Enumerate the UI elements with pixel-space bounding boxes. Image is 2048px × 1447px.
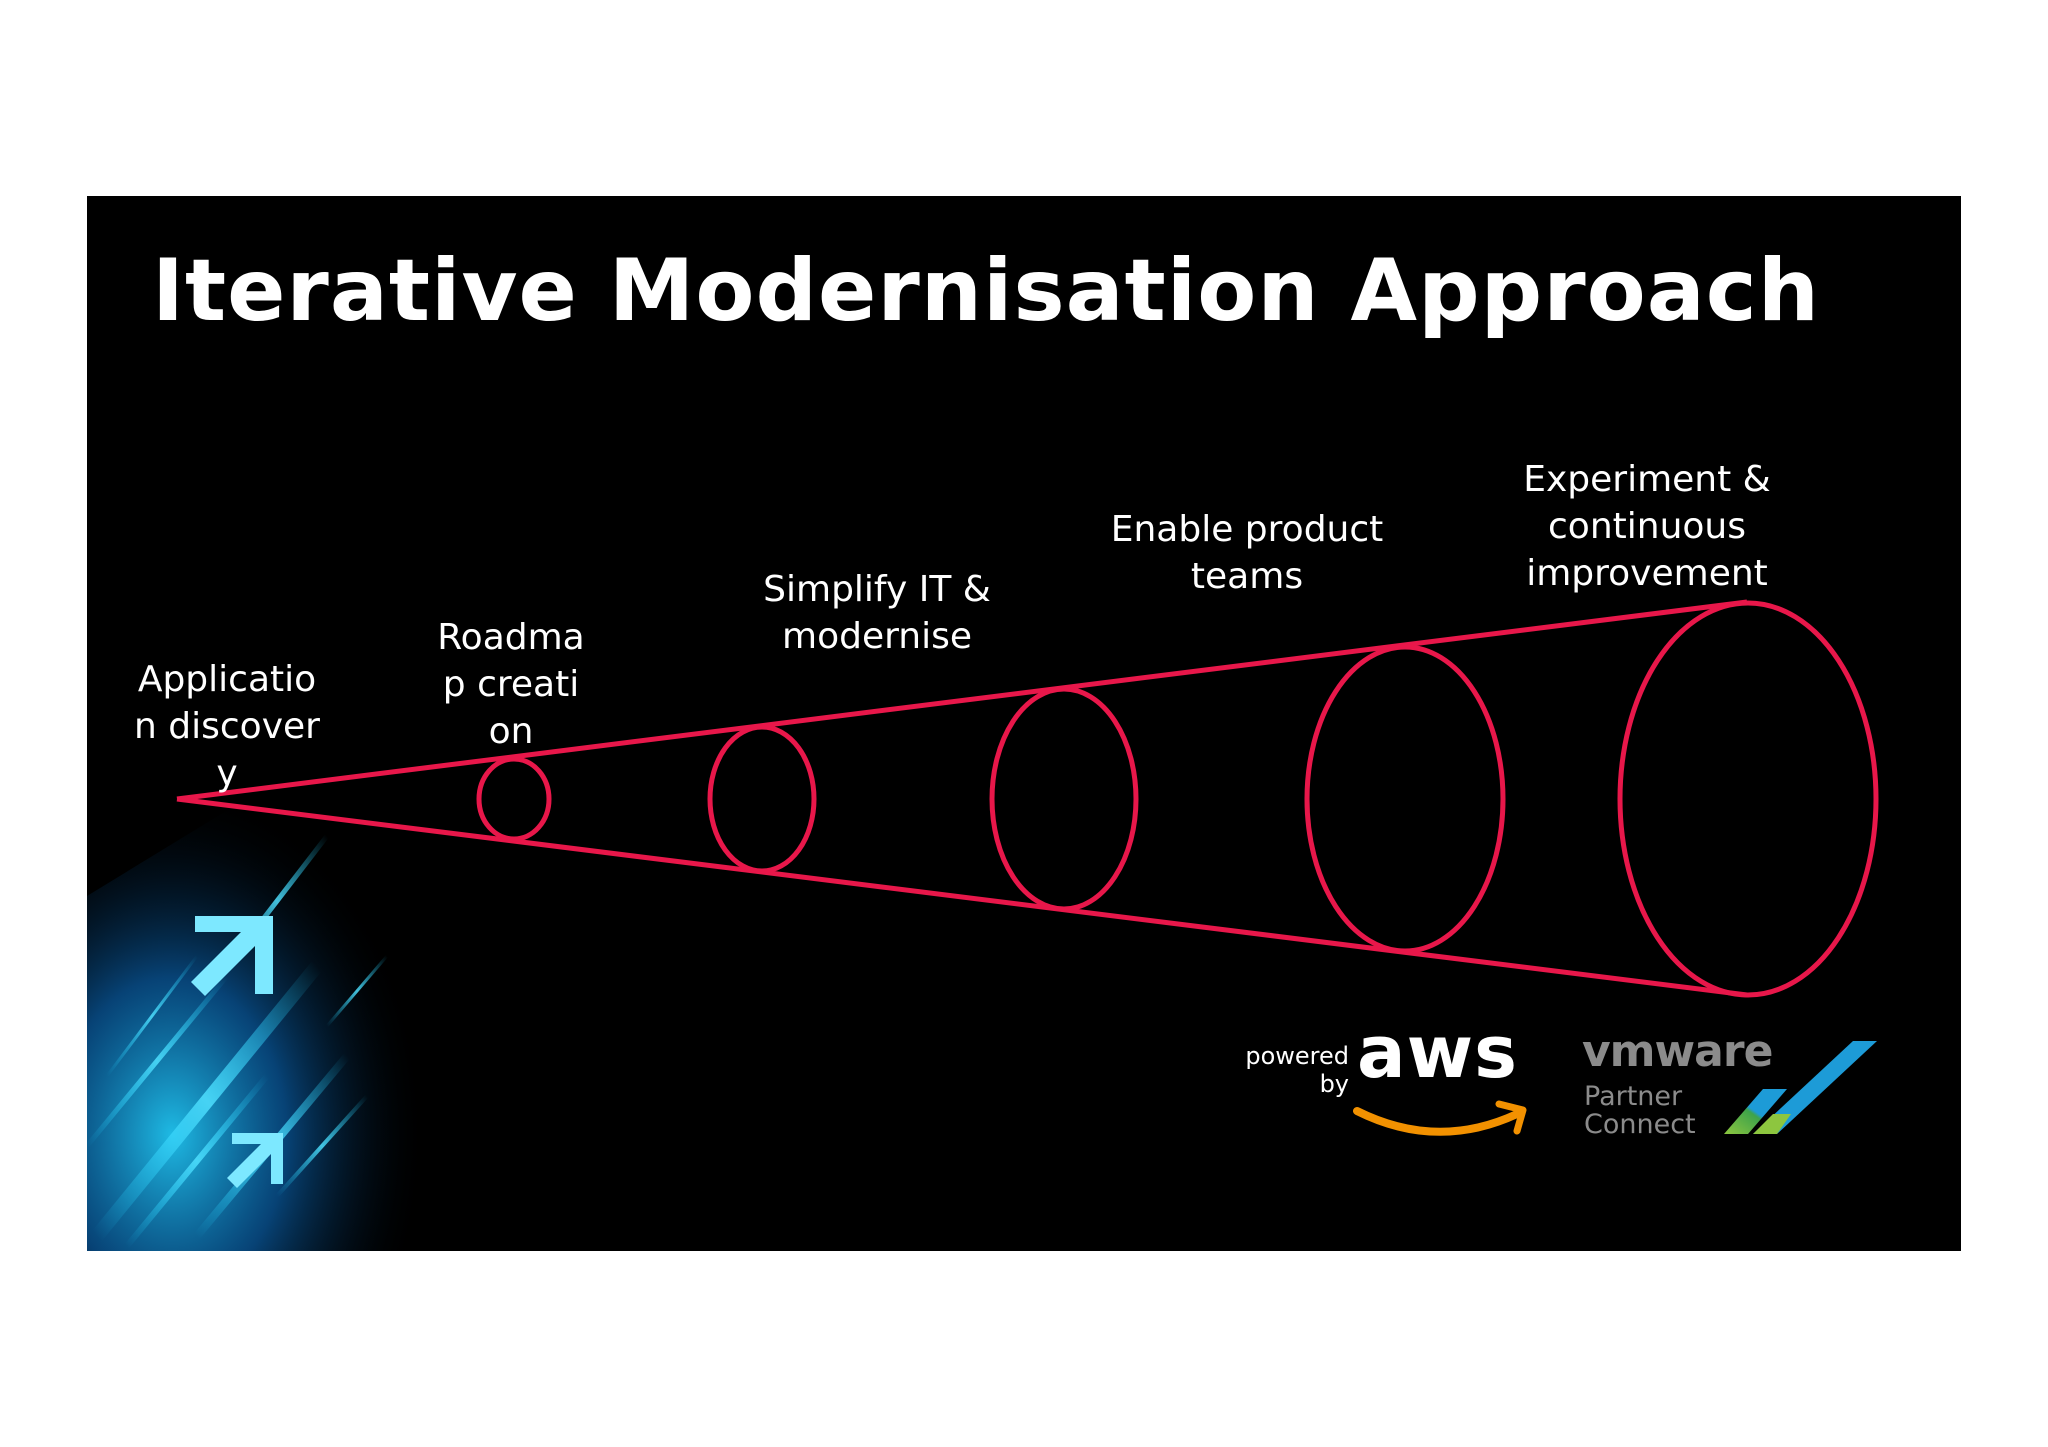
stage-label-experiment: Experiment & continuous improvement: [1523, 459, 1771, 594]
stage-ring-3: [989, 686, 1139, 912]
vmware-partner-text: Partner: [1584, 1081, 1683, 1112]
stage-label-simplify-it: Simplify IT & modernise: [763, 569, 991, 657]
telescope-diagram: [176, 599, 1879, 998]
stage-ring-1: [476, 756, 552, 842]
stage-label-roadmap-creation: Roadmap creation: [437, 617, 585, 752]
vmware-connect-text: Connect: [1584, 1109, 1696, 1140]
vmware-stripe-icon: [1724, 1041, 1877, 1134]
cone-lower-edge: [176, 796, 1748, 998]
blue-glow-decoration: [87, 786, 427, 1251]
page-title: Iterative Modernisation Approach: [152, 241, 1820, 341]
stage-ring-5: [1617, 600, 1879, 998]
stage-ring-4: [1304, 644, 1506, 954]
arrow-up-right-icon: [191, 916, 273, 996]
aws-powered-by-text: powered by: [1245, 1042, 1349, 1098]
vmware-logo: vmware: [1582, 1026, 1773, 1077]
stage-label-application-discovery: Application discovery: [134, 659, 320, 794]
cone-upper-edge: [176, 599, 1748, 802]
slide: Iterative Modernisation Approach Applica…: [87, 196, 1961, 1251]
aws-smile-icon: [1353, 1100, 1527, 1136]
stage-ring-2: [707, 724, 817, 874]
aws-logo: aws: [1357, 1010, 1518, 1094]
arrow-up-right-icon: [227, 1133, 283, 1188]
decoration-layer: [87, 599, 1879, 1251]
stage-label-enable-product-teams: Enable product teams: [1110, 509, 1384, 597]
